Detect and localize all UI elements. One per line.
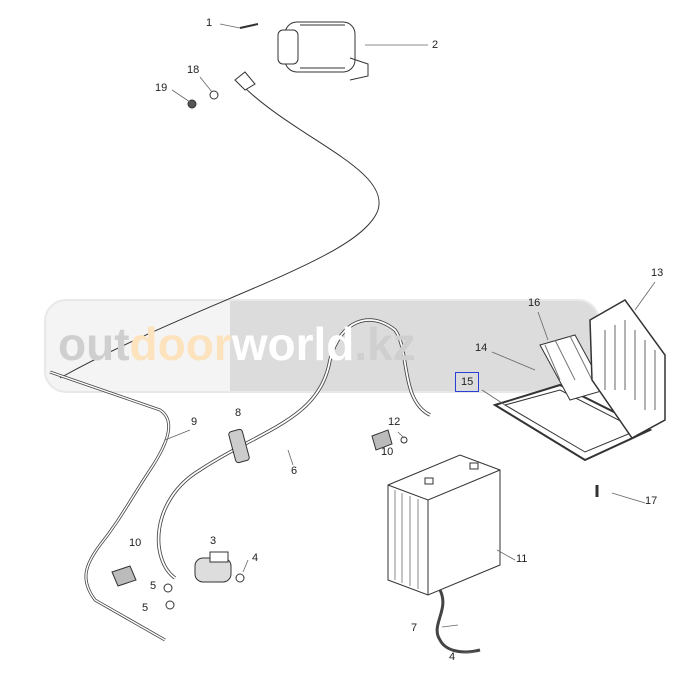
callout-6: 6 bbox=[291, 465, 298, 477]
callout-8: 8 bbox=[235, 407, 242, 419]
cable-9 bbox=[49, 370, 171, 642]
callout-18: 18 bbox=[187, 64, 200, 76]
solenoid bbox=[194, 551, 245, 583]
starter-motor bbox=[277, 21, 369, 81]
watermark-grey-half bbox=[230, 301, 598, 391]
bolt-1 bbox=[239, 23, 259, 29]
callout-9: 9 bbox=[191, 416, 198, 428]
cap-10a bbox=[371, 429, 393, 451]
starter-cable bbox=[59, 87, 380, 379]
callout-10: 10 bbox=[381, 446, 394, 458]
callout-17: 17 bbox=[645, 495, 658, 507]
terminal bbox=[234, 71, 256, 91]
callout-4: 4 bbox=[252, 552, 259, 564]
battery-tray bbox=[492, 334, 653, 462]
callout-1: 1 bbox=[206, 17, 213, 29]
leader-lines bbox=[164, 23, 656, 654]
watermark bbox=[44, 299, 600, 393]
callout-7: 7 bbox=[411, 622, 418, 634]
callout-5: 5 bbox=[142, 602, 149, 614]
callout-14: 14 bbox=[475, 342, 488, 354]
callout-10: 10 bbox=[129, 537, 142, 549]
callout-11: 11 bbox=[516, 553, 528, 565]
callout-4: 4 bbox=[449, 651, 456, 663]
callout-5: 5 bbox=[150, 580, 157, 592]
battery-cover bbox=[589, 299, 666, 439]
cap-10b bbox=[111, 565, 137, 587]
callout-15-highlighted[interactable]: 15 bbox=[455, 372, 480, 392]
boot-8 bbox=[228, 428, 250, 464]
callout-16: 16 bbox=[528, 297, 541, 309]
callout-19: 19 bbox=[155, 82, 168, 94]
callout-13: 13 bbox=[651, 267, 664, 279]
battery bbox=[387, 454, 501, 596]
callout-2: 2 bbox=[432, 39, 439, 51]
callout-3: 3 bbox=[210, 535, 217, 547]
cable-7 bbox=[435, 589, 481, 654]
washer-18 bbox=[209, 90, 219, 100]
callout-12: 12 bbox=[388, 416, 401, 428]
